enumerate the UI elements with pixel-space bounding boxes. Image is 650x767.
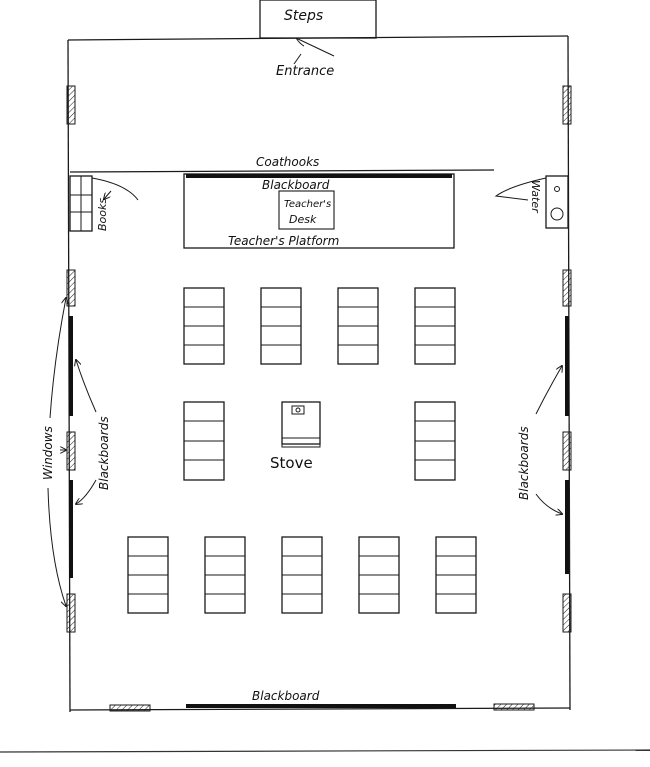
desk-row-3: [127, 536, 477, 614]
blackboards-left-annotation: Blackboards: [76, 360, 111, 504]
stove: Stove: [270, 401, 321, 472]
left-windows: [66, 85, 76, 633]
student-desk: [127, 536, 169, 614]
student-desk: [204, 536, 246, 614]
student-desk: [414, 287, 456, 365]
student-desk: [414, 401, 456, 481]
blackboard-bottom-label: Blackboard: [252, 689, 320, 703]
steps-label: Steps: [284, 8, 323, 24]
stove-label: Stove: [270, 454, 313, 472]
bookshelf: Books: [69, 175, 139, 232]
windows-label: Windows: [41, 426, 55, 480]
desk-row-2: [183, 401, 456, 481]
windows-annotation: Windows: [41, 298, 66, 606]
page-edge-line: [0, 749, 650, 753]
student-desk: [358, 536, 400, 614]
entrance-door: Entrance: [276, 37, 334, 79]
student-desk: [183, 401, 225, 481]
student-desk: [260, 287, 302, 365]
teachers-platform-label: Teacher's Platform: [228, 234, 339, 248]
teachers-desk-label-line2: Desk: [289, 213, 317, 226]
student-desk: [337, 287, 379, 365]
blackboards-right-annotation: Blackboards: [517, 366, 562, 514]
steps: Steps: [259, 0, 377, 39]
outer-walls: [67, 35, 571, 713]
coathooks: Coathooks: [69, 155, 495, 173]
water-label: Water: [529, 180, 542, 214]
teachers-desk: Teacher's Desk: [278, 190, 335, 230]
water-station: Water: [494, 175, 569, 229]
student-desk: [183, 287, 225, 365]
right-windows: [562, 85, 572, 633]
blackboards-right-label: Blackboards: [517, 426, 531, 500]
blackboards-left-label: Blackboards: [97, 416, 111, 490]
student-desk: [281, 536, 323, 614]
teachers-platform: Blackboard Teacher's Platform: [183, 173, 455, 249]
student-desk: [435, 536, 477, 614]
teachers-desk-label-line1: Teacher's: [284, 199, 331, 210]
bottom-wall-features: Blackboard: [109, 689, 535, 712]
entrance-label: Entrance: [276, 64, 334, 79]
desk-row-1: [183, 287, 456, 365]
coathooks-label: Coathooks: [256, 155, 319, 169]
books-label: Books: [96, 198, 109, 231]
blackboard-top-label: Blackboard: [262, 178, 330, 192]
